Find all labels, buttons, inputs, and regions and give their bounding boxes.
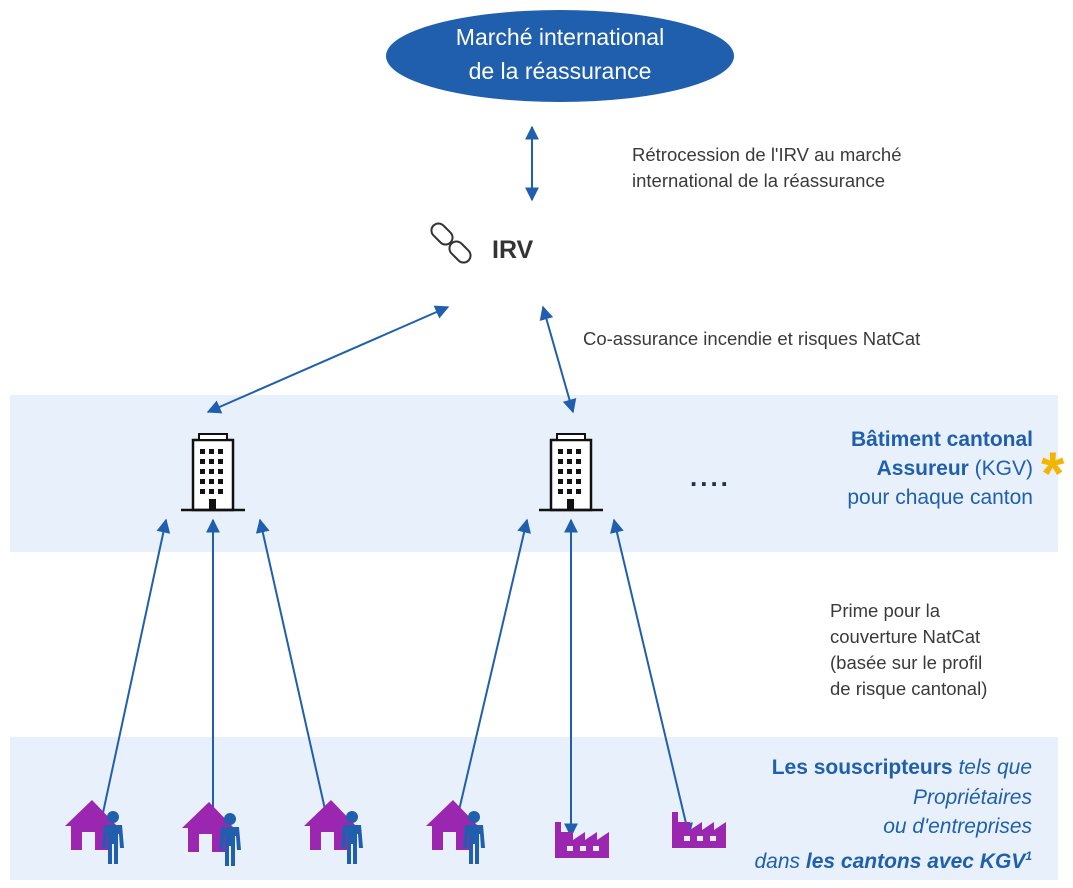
insurer-band xyxy=(10,395,1058,552)
kgv-line2-bold: Assureur xyxy=(876,457,969,480)
kgv-line3: pour chaque canton xyxy=(847,486,1033,509)
ellipsis-more-cantons: .... xyxy=(690,462,731,492)
retrocession-label: Rétrocession de l'IRV au marché internat… xyxy=(632,142,902,194)
factory-icon xyxy=(555,822,609,858)
house-owner-icon xyxy=(182,802,241,866)
arrow-irv-kgv-right xyxy=(539,305,577,414)
kgv-line1: Bâtiment cantonal xyxy=(850,428,1033,451)
premium-line2: couverture NatCat xyxy=(830,626,981,647)
retrocession-line2: international de la réassurance xyxy=(632,170,885,191)
star-footnote-icon: * xyxy=(1041,440,1065,507)
house-owner-icon xyxy=(304,800,363,864)
premium-line1: Prime pour la xyxy=(830,600,941,621)
reinsurance-market-node xyxy=(386,10,734,102)
coassurance-label: Co-assurance incendie et risques NatCat xyxy=(583,328,921,349)
market-label-line1: Marché international xyxy=(455,24,665,50)
flow-arrows xyxy=(93,125,693,838)
arrow-kgv1-house1 xyxy=(93,518,171,838)
building-icon xyxy=(537,432,605,512)
house-owner-icon xyxy=(65,800,124,864)
premium-label: Prime pour la couverture NatCat (basée s… xyxy=(830,598,987,702)
retrocession-line1: Rétrocession de l'IRV au marché xyxy=(632,144,902,165)
arrow-irv-kgv-left xyxy=(206,305,450,414)
premium-line3: (basée sur le profil xyxy=(830,652,983,673)
subscribers-line1-bold: Les souscripteurs xyxy=(771,756,953,779)
irv-label: IRV xyxy=(492,236,534,264)
factory-icon xyxy=(672,812,726,848)
house-owner-icon xyxy=(426,800,485,864)
subscribers-label: Les souscripteurs tels que Propriétaires… xyxy=(755,753,1033,876)
subscriber-band xyxy=(10,737,1058,880)
arrow-kgv1-house3 xyxy=(255,518,336,838)
kgv-label: Bâtiment cantonal Assureur (KGV) pour ch… xyxy=(847,425,1033,512)
subscribers-line2: Propriétaires xyxy=(912,785,1032,809)
subscribers-line3: ou d'entreprises xyxy=(883,815,1032,838)
footnote-marker: 1 xyxy=(1025,848,1032,863)
reinsurance-market-label: Marché international de la réassurance xyxy=(380,20,740,88)
subscribers-line1-italic: tels que xyxy=(952,756,1032,779)
subscribers-line4-bold: les cantons avec KGV xyxy=(805,849,1026,873)
arrow-kgv2-factory2 xyxy=(610,518,693,838)
building-icon xyxy=(179,432,247,512)
market-label-line2: de la réassurance xyxy=(468,58,652,84)
chain-link-icon xyxy=(430,222,472,264)
premium-line4: de risque cantonal) xyxy=(830,678,988,699)
kgv-line2-rest: (KGV) xyxy=(968,457,1033,480)
arrow-kgv2-house4 xyxy=(449,518,531,838)
subscribers-line4-italic: dans xyxy=(754,849,806,873)
